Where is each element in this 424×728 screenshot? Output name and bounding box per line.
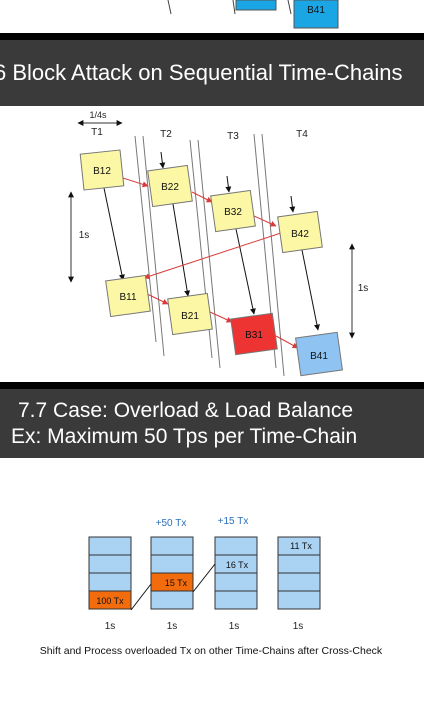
cell-label: 16 Tx [226,560,249,570]
block-label: B21 [181,311,199,322]
block-label: B12 [93,166,111,177]
cross-link [143,231,285,280]
chain-line [167,0,172,15]
bar-top-edge [0,33,424,40]
block-b31: B31 [230,312,278,356]
chain-arrow [103,187,125,281]
block-b12: B12 [79,149,125,191]
cross-link [209,311,233,323]
block-label: B41 [310,351,328,362]
block-b21: B21 [167,292,213,336]
block-label: B31 [245,330,263,341]
chain-arrow [172,203,191,297]
incoming-arrow [289,195,296,213]
shift-arrow [192,563,216,593]
block-b32: B32 [210,189,256,233]
bar-top-edge [0,382,424,389]
chain-arrow [301,249,320,331]
slide1-title-bar: 6 Block Attack on Sequential Time-Chains [0,33,424,106]
chain-line [232,0,236,15]
chain-label-t3: T3 [227,131,239,142]
block-b11: B11 [105,274,151,318]
col-bottom-label: 1s [293,621,304,632]
left-interval-label: 1s [79,230,90,241]
chain-line [287,0,292,15]
time-chain-column-3: 16 Tx [214,536,258,610]
chain-label-t1: T1 [91,127,103,138]
block-fragment [235,0,277,11]
cross-link [191,191,213,203]
block-label: B41 [307,5,325,16]
cell-label: 100 Tx [96,596,124,606]
time-chain-column-4: 11 Tx [277,536,321,610]
col-bottom-label: 1s [167,621,178,632]
chain-line [261,133,285,377]
block-b42: B42 [277,210,323,254]
cross-link [122,177,149,188]
cell-label: 11 Tx [290,541,312,551]
slide2-title-line1: 7.7 Case: Overload & Load Balance [18,399,354,422]
col-bottom-label: 1s [105,621,116,632]
shift-arrow [130,583,152,611]
load-balance-svg: +50 Tx +15 Tx 100 Tx 15 Tx 16 Tx [40,516,383,657]
block-b22: B22 [147,164,193,208]
chain-line [197,139,221,369]
chain-arrow [235,228,256,315]
col-top-label: +50 Tx [156,518,187,529]
block-label: B11 [119,292,136,303]
block-attack-diagram: 1/4s T1 T2 T3 T4 1s 1s [0,106,424,382]
block-label: B22 [161,182,179,193]
top-strip: B41 [0,0,424,33]
col-top-label: +15 Tx [218,516,249,527]
block-label: B42 [291,229,309,240]
chain-label-t2: T2 [160,129,172,140]
slide1-title: 6 Block Attack on Sequential Time-Chains [0,60,403,85]
right-interval-label: 1s [358,283,369,294]
cell-label: 15 Tx [165,578,188,588]
caption: Shift and Process overloaded Tx on other… [40,645,383,657]
block-label: B32 [224,207,242,218]
incoming-arrow [159,151,166,169]
interval-label: 1/4s [89,110,107,120]
incoming-arrow [225,175,232,193]
time-chain-column-2: 15 Tx [150,536,194,610]
block-b41: B41 [294,331,344,377]
load-balance-diagram: +50 Tx +15 Tx 100 Tx 15 Tx 16 Tx [0,458,424,698]
cross-link [275,335,299,349]
chain-label-t4: T4 [296,129,308,140]
col-bottom-label: 1s [229,621,240,632]
block-b41-top [293,0,339,29]
time-chain-column-1: 100 Tx [88,536,132,610]
cross-link [253,215,277,227]
chain-line [134,135,157,343]
chain-line [142,135,165,357]
overloaded-cell [88,590,132,610]
top-strip-diagram: B41 [167,0,339,29]
slide2-title-line2: Ex: Maximum 50 Tps per Time-Chain [11,425,358,448]
block-attack-svg: 1/4s T1 T2 T3 T4 1s 1s [68,110,369,377]
slide2-title-bar: 7.7 Case: Overload & Load Balance Ex: Ma… [0,382,424,458]
